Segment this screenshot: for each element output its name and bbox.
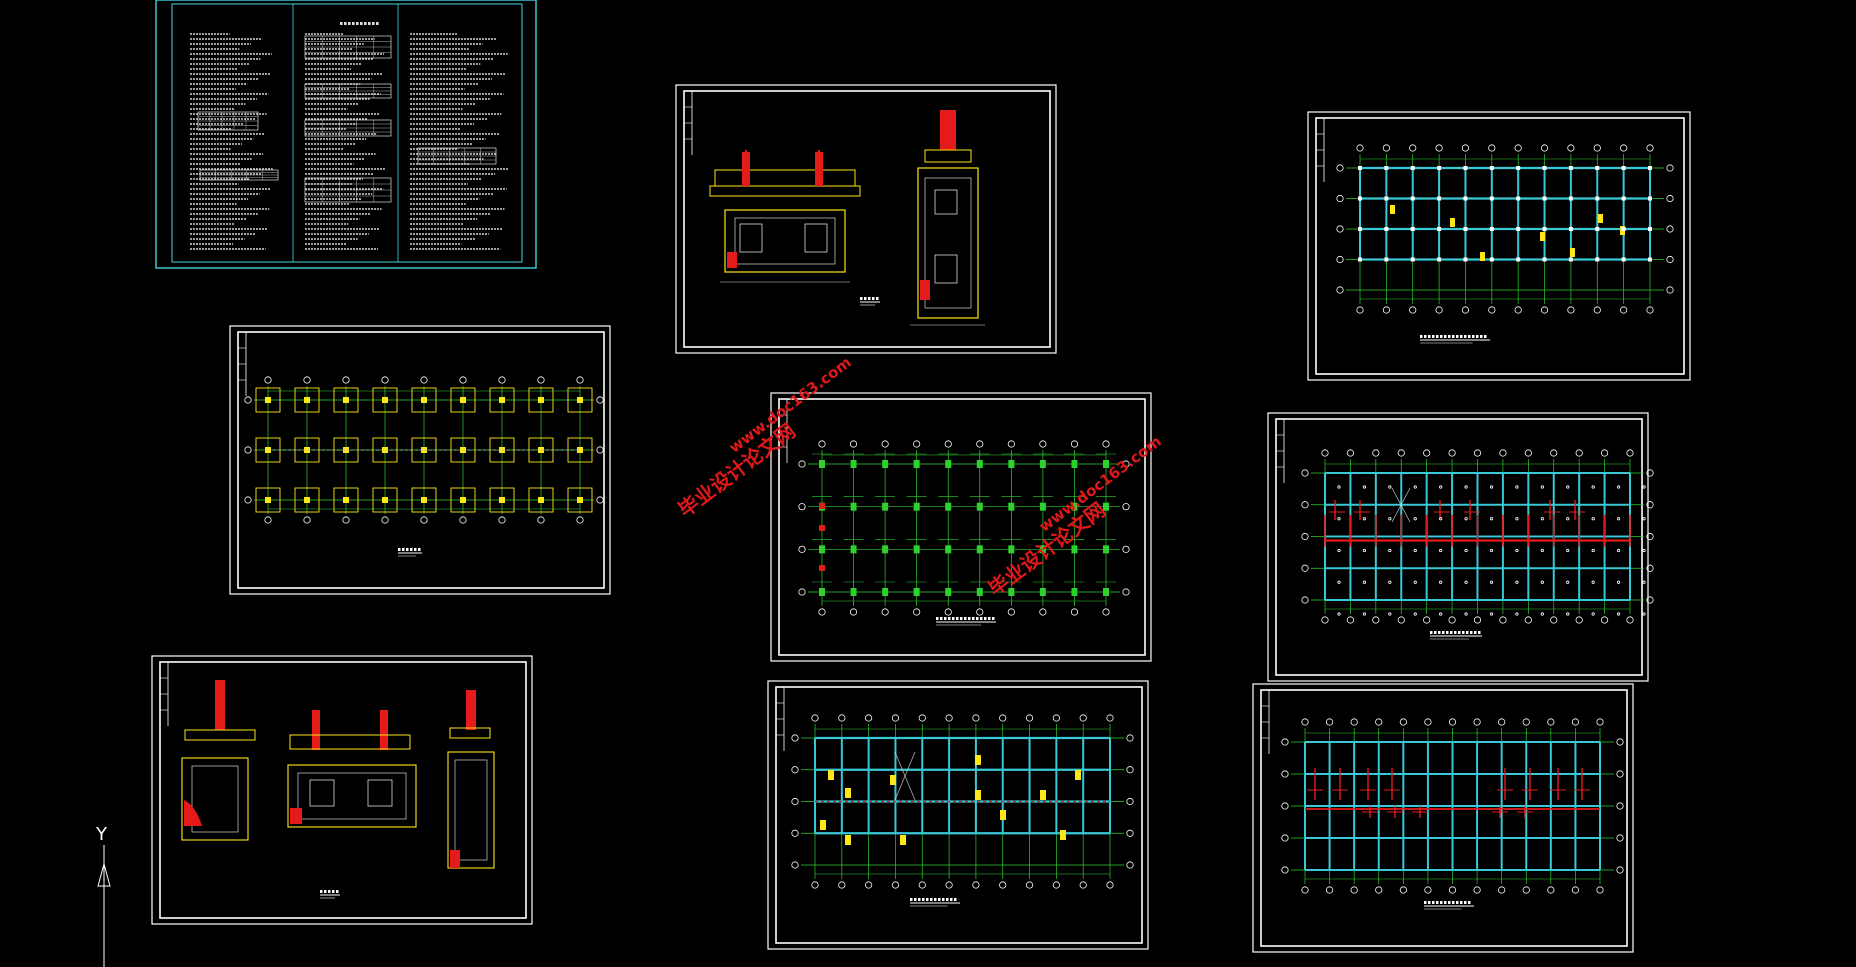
drawing-sheet-rebar-plan-mid-right[interactable] [1267,412,1654,682]
drawing-sheet-rebar-plan-bottom-right[interactable] [1252,683,1634,953]
drawing-sheet-column-layout[interactable] [770,392,1152,662]
drawing-sheet-floor-plan-top-right[interactable] [1307,111,1691,381]
drawing-sheet-foundation-detail-a[interactable] [675,84,1057,354]
drawing-sheet-design-notes[interactable] [155,0,537,269]
ucs-axis-icon: Y [95,824,111,967]
drawing-sheet-foundation-detail-b[interactable] [151,655,533,925]
drawing-sheet-foundation-plan[interactable] [229,325,611,595]
drawing-sheet-floor-plan-bottom-mid[interactable] [767,680,1149,950]
ucs-y-label: Y [95,824,108,845]
